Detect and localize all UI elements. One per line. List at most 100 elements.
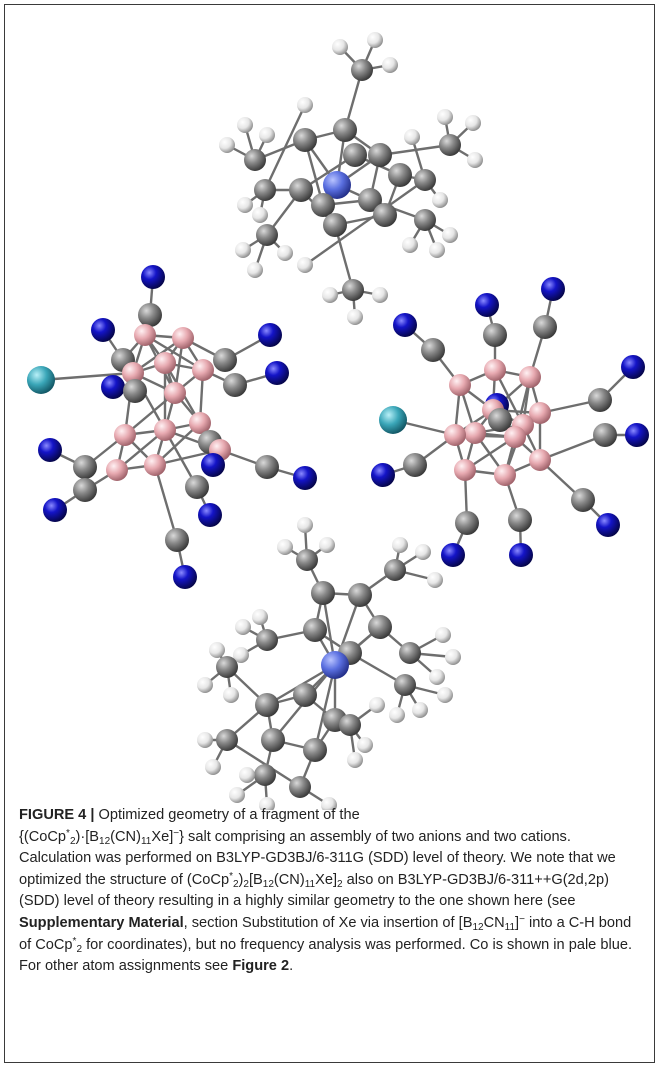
hydrogen-atom xyxy=(389,707,405,723)
hydrogen-atom xyxy=(412,702,428,718)
cobalt-atom xyxy=(321,651,349,679)
carbon-atom xyxy=(213,348,237,372)
nitrogen-atom xyxy=(621,355,645,379)
carbon-atom xyxy=(216,656,238,678)
caption-text-7: . xyxy=(289,958,294,975)
carbon-atom xyxy=(261,728,285,752)
hydrogen-atom xyxy=(332,39,348,55)
hydrogen-atom xyxy=(223,687,239,703)
boron-atom xyxy=(189,412,211,434)
carbon-atom xyxy=(343,143,367,167)
carbon-atom xyxy=(483,323,507,347)
figure-caption: FIGURE 4 | Optimized geometry of a fragm… xyxy=(19,805,643,978)
carbon-atom xyxy=(185,475,209,499)
cobalt-atom xyxy=(323,171,351,199)
carbon-atom xyxy=(368,143,392,167)
hydrogen-atom xyxy=(229,787,245,803)
caption-sub: 12 xyxy=(472,921,484,933)
hydrogen-atom xyxy=(321,797,337,810)
boron-atom xyxy=(106,459,128,481)
carbon-atom xyxy=(311,193,335,217)
carbon-atom xyxy=(351,59,373,81)
caption-text-3: also on B3LYP-GD3BJ/6-311++G(2d,2p) (SDD… xyxy=(19,871,609,910)
carbon-atom xyxy=(254,764,276,786)
caption-text-5: into a C-H bond of CoCp xyxy=(19,914,632,953)
caption-sub: 11 xyxy=(304,878,316,890)
figure-label: FIGURE 4 | xyxy=(19,807,99,823)
hydrogen-atom xyxy=(357,737,373,753)
xenon-atom xyxy=(379,406,407,434)
hydrogen-atom xyxy=(442,227,458,243)
chemical-bond xyxy=(39,371,135,382)
hydrogen-atom xyxy=(259,797,275,810)
hydrogen-atom xyxy=(367,32,383,48)
caption-sub: 12 xyxy=(262,878,274,890)
carbon-atom xyxy=(394,674,416,696)
hydrogen-atom xyxy=(322,287,338,303)
caption-text-6: for coordinates), but no frequency analy… xyxy=(19,936,633,975)
carbon-atom xyxy=(421,338,445,362)
xenon-atom xyxy=(27,366,55,394)
carbon-atom xyxy=(384,559,406,581)
boron-atom xyxy=(114,424,136,446)
nitrogen-atom xyxy=(201,453,225,477)
hydrogen-atom xyxy=(467,152,483,168)
hydrogen-atom xyxy=(235,242,251,258)
hydrogen-atom xyxy=(404,129,420,145)
carbon-atom xyxy=(303,738,327,762)
carbon-atom xyxy=(216,729,238,751)
carbon-atom xyxy=(368,615,392,639)
carbon-atom xyxy=(414,209,436,231)
nitrogen-atom xyxy=(475,293,499,317)
carbon-atom xyxy=(571,488,595,512)
carbon-atom xyxy=(399,642,421,664)
hydrogen-atom xyxy=(252,207,268,223)
hydrogen-atom xyxy=(197,677,213,693)
nitrogen-atom xyxy=(441,543,465,567)
carbon-atom xyxy=(303,618,327,642)
carbon-atom xyxy=(488,408,512,432)
bond-layer xyxy=(39,38,639,807)
boron-atom xyxy=(134,324,156,346)
caption-sub: 2 xyxy=(337,878,343,890)
caption-sub: 11 xyxy=(504,921,516,933)
carbon-atom xyxy=(323,213,347,237)
carbon-atom xyxy=(455,511,479,535)
caption-sub: 2 xyxy=(76,943,83,955)
boron-atom xyxy=(444,424,466,446)
boron-atom xyxy=(484,359,506,381)
carbon-atom xyxy=(358,188,382,212)
boron-atom xyxy=(519,366,541,388)
boron-atom xyxy=(144,454,166,476)
hydrogen-atom xyxy=(247,262,263,278)
caption-star: * xyxy=(72,935,77,947)
hydrogen-atom xyxy=(429,669,445,685)
hydrogen-atom xyxy=(197,732,213,748)
hydrogen-atom xyxy=(415,544,431,560)
caption-sub: 11 xyxy=(140,835,152,847)
chemical-bond xyxy=(225,738,331,807)
caption-formula: (CN) xyxy=(110,828,141,845)
hydrogen-atom xyxy=(445,649,461,665)
boron-atom xyxy=(529,449,551,471)
carbon-atom xyxy=(254,179,276,201)
carbon-atom xyxy=(339,714,361,736)
caption-star: * xyxy=(66,827,70,839)
hydrogen-atom xyxy=(382,57,398,73)
hydrogen-atom xyxy=(432,192,448,208)
nitrogen-atom xyxy=(596,513,620,537)
carbon-atom xyxy=(508,508,532,532)
figure-2-ref: Figure 2 xyxy=(232,958,290,975)
nitrogen-atom xyxy=(173,565,197,589)
carbon-atom xyxy=(593,423,617,447)
carbon-atom xyxy=(73,478,97,502)
carbon-atom xyxy=(138,303,162,327)
boron-atom xyxy=(504,426,526,448)
carbon-atom xyxy=(293,128,317,152)
hydrogen-atom xyxy=(347,309,363,325)
carbon-atom xyxy=(256,224,278,246)
hydrogen-atom xyxy=(239,767,255,783)
carbon-atom xyxy=(414,169,436,191)
caption-formula: {(CoCp xyxy=(19,828,67,845)
nitrogen-atom xyxy=(141,265,165,289)
